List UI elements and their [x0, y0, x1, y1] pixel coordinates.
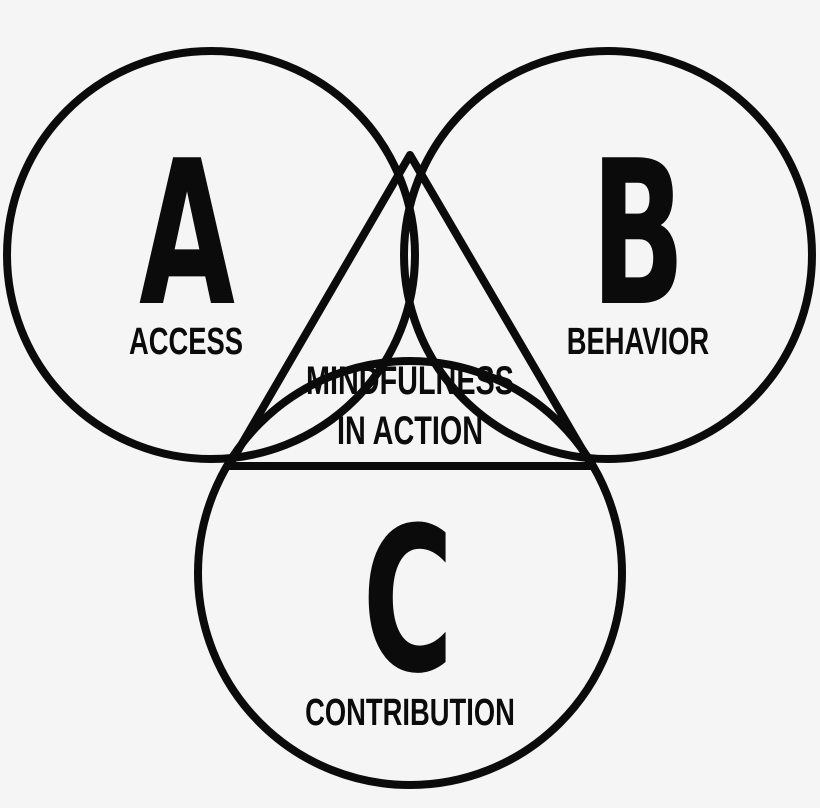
label-behavior: BEHAVIOR [567, 321, 709, 363]
label-contribution: CONTRIBUTION [305, 692, 515, 734]
letter-a: A [139, 119, 235, 351]
label-access: ACCESS [129, 321, 243, 363]
circle-b-outline [400, 47, 816, 463]
center-label-line2: IN ACTION [337, 408, 483, 453]
center-label-line1: MINDFULNESS [306, 358, 514, 403]
circle-c-outline [194, 357, 626, 789]
letter-c: C [363, 486, 454, 718]
center-triangle [225, 151, 596, 470]
letter-b: B [591, 119, 686, 351]
circle-a-outline [3, 47, 419, 463]
